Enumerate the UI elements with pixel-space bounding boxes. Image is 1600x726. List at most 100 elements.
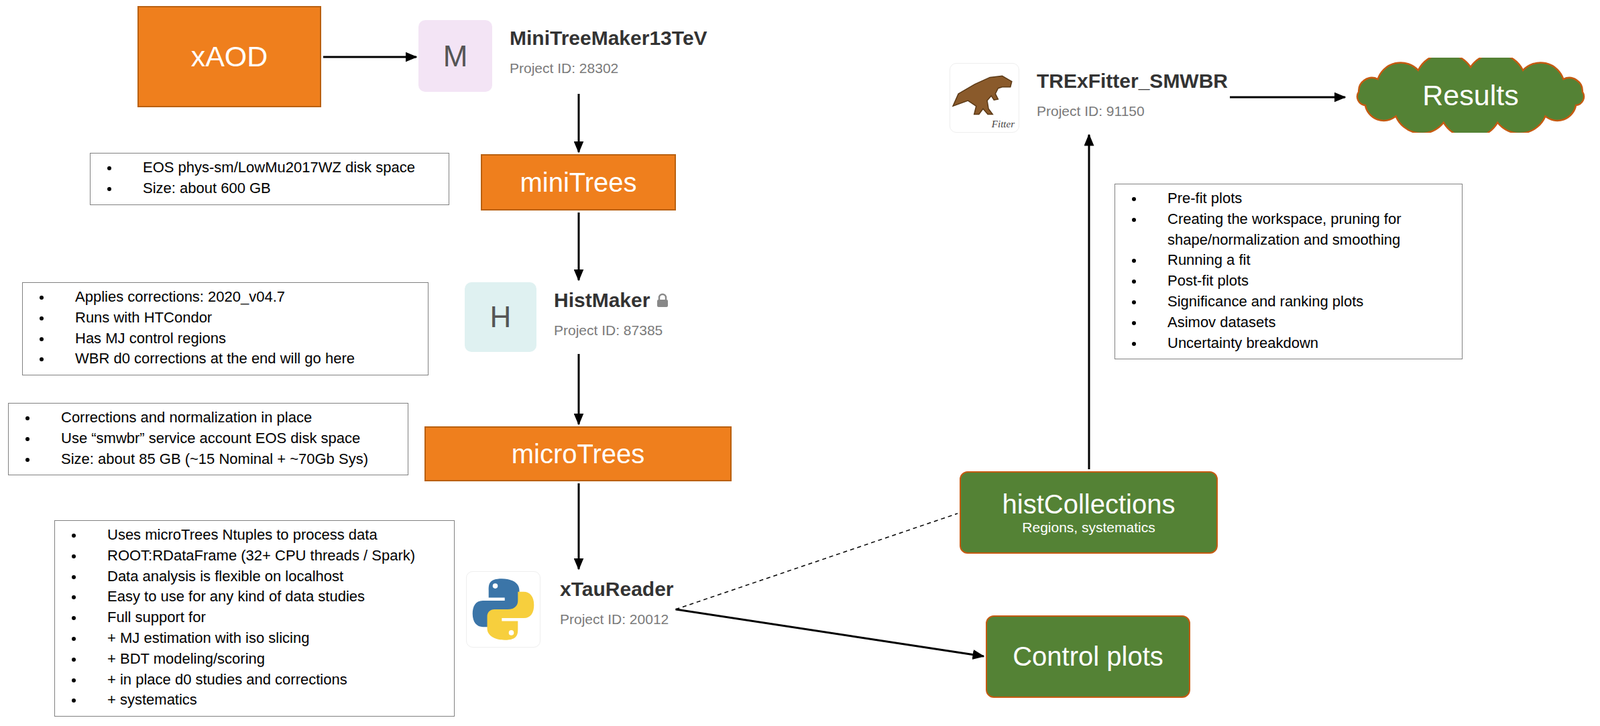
bullet-text: + BDT modeling/scoring [107,650,265,668]
bullet-dot [71,595,76,600]
lock-shackle [659,294,666,300]
flow-arrow [323,56,417,59]
bullet-text: Runs with HTCondor [75,309,212,326]
lock-body [657,299,668,308]
bullet-dot [71,533,76,538]
project-id: Project ID: 28302 [509,60,708,77]
bullet-text: Creating the workspace, pruning for shap… [1167,210,1402,249]
bullet-row: Use “smwbr” service account EOS disk spa… [8,428,402,450]
python-yellow [487,592,535,641]
bullet-text: Pre-fit plots [1167,189,1242,207]
bullet-row: Size: about 600 GB [90,178,442,200]
box-subtitle: Regions, systematics [1021,519,1155,536]
project-icon: H [464,282,537,353]
bullet-dot [1131,258,1136,263]
bullet-dot [107,187,112,192]
bullet-row: Creating the workspace, pruning for shap… [1115,209,1456,251]
bullet-dot [71,657,76,662]
project-card: M MiniTreeMaker13TeV Project ID: 28302 [418,20,708,92]
project-title-row: MiniTreeMaker13TeV [509,26,708,50]
flow-arrow [1088,134,1091,470]
data-box: microTrees [424,426,732,482]
project-card: Fitter TRExFitter_SMWBR Project ID: 91150 [949,63,1228,133]
project-icon [466,571,541,648]
bullet-row: + systematics [54,690,448,711]
bullet-text: Uses microTrees Ntuples to process data [107,526,378,544]
bullet-row: Full support for [54,607,448,629]
bullet-row: EOS phys-sm/LowMu2017WZ disk space [90,157,442,179]
python-eye [492,583,499,589]
flow-arrow [578,354,581,425]
python-icon [466,572,540,648]
project-name: HistMaker [553,289,650,312]
project-id: Project ID: 87385 [553,322,669,339]
bullet-dot [1131,217,1136,222]
project-id: Project ID: 20012 [559,611,674,628]
bullet-dot [107,166,112,171]
project-icon: M [418,20,493,92]
flow-arrow [578,483,581,570]
bullet-dot [25,416,30,421]
data-box: miniTrees [480,154,676,211]
result-cloud: Results [1347,57,1594,133]
box-title: xAOD [191,40,269,74]
note-box: Uses microTrees Ntuples to process dataR… [54,520,455,717]
bullet-row: Uncertainty breakdown [1115,333,1456,355]
bullet-row: Pre-fit plots [1115,188,1456,210]
bullet-dot [1131,300,1136,305]
bullet-text: Corrections and normalization in place [61,409,312,426]
bullet-dot [1131,321,1136,326]
bullet-dot [71,678,76,683]
flow-arrow [578,212,581,281]
bullet-text: Easy to use for any kind of data studies [107,588,365,605]
bullet-text: Asimov datasets [1167,313,1276,331]
bullet-row: + MJ estimation with iso slicing [54,628,448,650]
project-card: xTauReaderProject ID: 20012 [466,571,674,648]
bullet-dot [39,316,44,321]
bullet-text: + systematics [107,691,198,709]
data-box: xAOD [137,6,322,108]
bullet-row: Post-fit plots [1115,270,1456,292]
project-name: xTauReader [559,578,674,601]
project-card: H HistMakerProject ID: 87385 [464,282,669,353]
project-id: Project ID: 91150 [1036,103,1228,120]
bullet-text: Post-fit plots [1167,272,1249,290]
bullet-dot [39,295,44,300]
bullet-dot [39,357,44,362]
python-eye [508,630,515,636]
bullet-text: Use “smwbr” service account EOS disk spa… [61,429,361,447]
note-box: EOS phys-sm/LowMu2017WZ disk spaceSize: … [89,152,450,206]
bullet-text: WBR d0 corrections at the end will go he… [75,350,355,367]
flow-arrow [578,93,581,153]
project-name: TRExFitter_SMWBR [1036,69,1228,93]
project-icon: Fitter [949,63,1020,133]
icon-letter: H [490,300,512,334]
note-box: Pre-fit plotsCreating the workspace, pru… [1114,183,1463,360]
bullet-text: Significance and ranking plots [1167,293,1364,310]
bullet-row: Runs with HTCondor [22,307,422,329]
box-title: miniTrees [519,167,637,198]
bullet-row: Corrections and normalization in place [8,407,402,429]
project-title-row: HistMaker [553,289,669,312]
box-title: microTrees [511,439,646,470]
bullet-row: Data analysis is flexible on localhost [54,566,448,588]
note-box: Corrections and normalization in placeUs… [8,403,409,476]
bullet-dot [39,337,44,342]
bullet-dot [71,637,76,642]
bullet-dot [71,698,76,703]
bullet-row: Significance and ranking plots [1115,291,1456,313]
project-title-row: TRExFitter_SMWBR [1036,69,1228,93]
bullet-text: Size: about 85 GB (~15 Nominal + ~70Gb S… [61,450,369,468]
bullet-text: Running a fit [1167,251,1251,269]
bullet-text: EOS phys-sm/LowMu2017WZ disk space [142,158,416,176]
flow-arrow [675,609,984,657]
lock-icon [656,293,669,308]
bullet-row: Asimov datasets [1115,312,1456,334]
bullet-row: + BDT modeling/scoring [54,649,448,670]
bullet-row: Size: about 85 GB (~15 Nominal + ~70Gb S… [8,449,402,471]
bullet-dot [71,554,76,559]
bullet-dot [1131,341,1136,347]
bullet-text: + MJ estimation with iso slicing [107,629,310,647]
bullet-dot [71,616,76,621]
